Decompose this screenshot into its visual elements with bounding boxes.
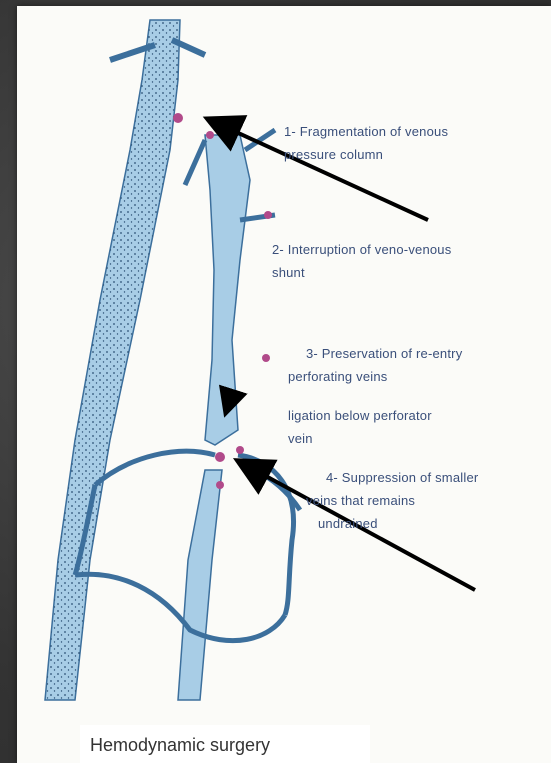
lower-vein	[178, 470, 222, 700]
annotation-line: 2- Interruption of veno-venous	[272, 238, 451, 261]
annotation-fragmentation: 1- Fragmentation of venous pressure colu…	[284, 120, 448, 166]
annotation-line: vein	[288, 427, 432, 450]
annotation-line: ligation below perforator	[288, 404, 432, 427]
annotation-preservation: 3- Preservation of re-entry perforating …	[288, 342, 462, 388]
annotation-line: perforating veins	[288, 365, 462, 388]
annotation-interruption: 2- Interruption of veno-venous shunt	[272, 238, 451, 284]
caption-box: Hemodynamic surgery	[80, 725, 370, 763]
annotation-suppression: 4- Suppression of smaller veins that rem…	[306, 466, 478, 535]
caption-text: Hemodynamic surgery	[90, 735, 270, 756]
annotation-line: 3- Preservation of re-entry	[288, 342, 462, 365]
superficial-vein	[185, 130, 275, 445]
annotation-line: veins that remains	[306, 489, 478, 512]
annotation-ligation: ligation below perforator vein	[288, 404, 432, 450]
annotation-line: undrained	[306, 512, 478, 535]
annotation-line: 1- Fragmentation of venous	[284, 120, 448, 143]
annotation-line: 4- Suppression of smaller	[306, 466, 478, 489]
annotation-line: shunt	[272, 261, 451, 284]
annotation-line: pressure column	[284, 143, 448, 166]
